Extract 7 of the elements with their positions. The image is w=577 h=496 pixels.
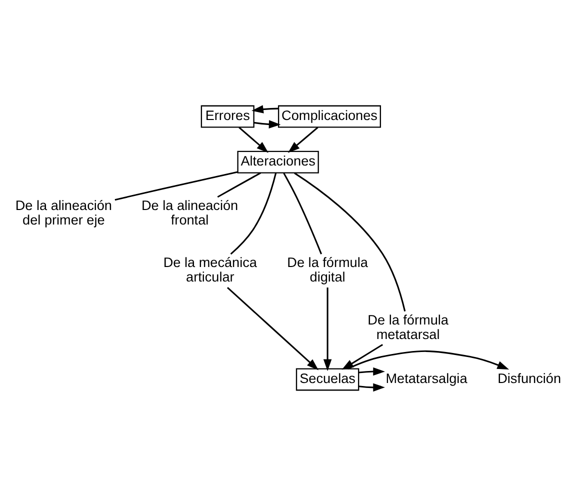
node-text: De la fórmula digital [287, 255, 368, 285]
node-text: De la alineación del primer eje [15, 198, 112, 228]
node-text: Disfunción [498, 371, 562, 386]
node-text: De la fórmula metatarsal [368, 312, 448, 342]
node-text: Metatarsalgia [386, 371, 468, 386]
node-text: De la mecánica articular [163, 255, 257, 285]
node-text: De la alineación frontal [141, 198, 238, 228]
